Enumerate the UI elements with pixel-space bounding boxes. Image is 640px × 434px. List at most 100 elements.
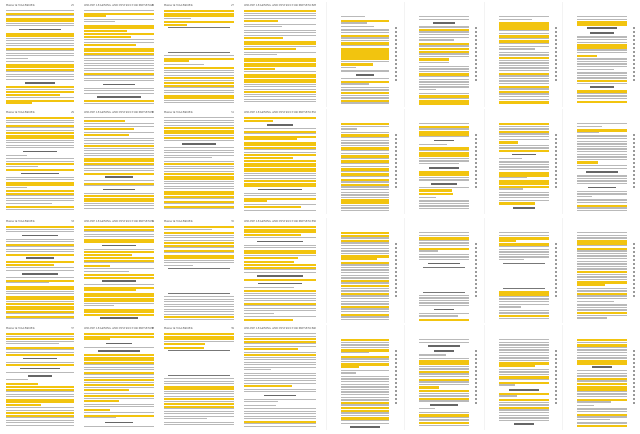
highlighted-line	[341, 183, 389, 187]
highlighted-line	[577, 242, 627, 245]
section-heading	[257, 282, 303, 285]
highlighted-line	[419, 73, 469, 76]
section-heading	[97, 350, 141, 352]
text-line	[577, 408, 627, 410]
text-line	[577, 156, 627, 158]
highlighted-line	[164, 385, 234, 388]
text-line	[499, 417, 549, 419]
text-line	[84, 369, 154, 371]
text-line	[84, 403, 154, 405]
text-line	[6, 76, 74, 78]
page-thumbnail[interactable]	[326, 218, 400, 323]
page-thumbnail[interactable]	[326, 109, 400, 214]
highlighted-line	[6, 181, 74, 184]
text-line	[499, 96, 549, 98]
highlighted-line	[499, 174, 549, 177]
highlighted-line	[499, 376, 549, 379]
highlighted-line	[6, 310, 74, 313]
page-thumbnail[interactable]	[404, 325, 480, 430]
text-line	[84, 302, 154, 304]
text-line	[577, 411, 627, 413]
highlighted-line	[341, 92, 389, 95]
page-thumbnail[interactable]	[404, 109, 480, 214]
text-line	[577, 77, 627, 79]
highlighted-line	[244, 81, 316, 84]
page-thumbnail[interactable]	[326, 325, 400, 430]
table-block	[168, 27, 230, 53]
highlighted-line	[244, 65, 316, 68]
text-line	[84, 41, 154, 43]
section-heading	[432, 22, 456, 24]
highlighted-line	[6, 134, 74, 137]
text-line	[84, 262, 154, 264]
page-thumbnail[interactable]	[562, 2, 638, 107]
highlighted-line	[164, 21, 234, 24]
page-thumbnail[interactable]	[484, 325, 560, 430]
highlighted-line	[6, 386, 74, 389]
text-line	[6, 267, 74, 269]
text-line	[6, 251, 74, 253]
highlighted-line	[341, 202, 389, 205]
highlighted-line	[419, 189, 453, 192]
text-line	[84, 207, 154, 209]
text-line	[244, 425, 316, 427]
text-line	[244, 423, 316, 425]
highlighted-line	[341, 42, 389, 45]
highlighted-line	[84, 408, 110, 411]
text-line	[84, 131, 154, 133]
highlighted-line	[84, 197, 154, 200]
text-line	[419, 70, 469, 73]
page-thumbnail[interactable]	[484, 109, 560, 214]
page-thumbnail[interactable]	[326, 2, 400, 107]
text-line	[577, 404, 594, 407]
text-line	[244, 51, 316, 53]
page-thumbnail[interactable]	[404, 2, 480, 107]
text-line	[341, 242, 389, 244]
text-line	[419, 202, 469, 205]
text-line	[419, 376, 469, 378]
page-thumbnail[interactable]	[562, 109, 638, 214]
highlighted-line	[419, 147, 469, 150]
section-heading	[22, 273, 58, 275]
text-line	[419, 18, 469, 20]
page-thumbnail[interactable]	[404, 218, 480, 323]
text-line	[577, 372, 627, 374]
text-line	[6, 371, 74, 373]
highlighted-line	[6, 253, 74, 256]
text-line	[164, 418, 208, 420]
text-line	[499, 379, 549, 381]
text-line	[164, 380, 234, 382]
highlighted-line	[499, 22, 549, 25]
page-thumbnail[interactable]	[562, 218, 638, 323]
highlighted-line	[577, 80, 627, 83]
text-line	[84, 170, 154, 172]
page-thumbnail[interactable]	[484, 2, 560, 107]
text-line	[419, 76, 469, 78]
highlighted-line	[499, 130, 549, 134]
highlighted-line	[341, 363, 389, 366]
text-line	[341, 252, 389, 255]
page-thumbnail[interactable]	[562, 325, 638, 430]
text-line	[499, 404, 549, 406]
text-line	[577, 306, 627, 309]
text-line	[341, 29, 389, 31]
text-line	[577, 195, 592, 198]
text-line	[244, 149, 316, 151]
page-thumbnail[interactable]	[484, 218, 560, 323]
